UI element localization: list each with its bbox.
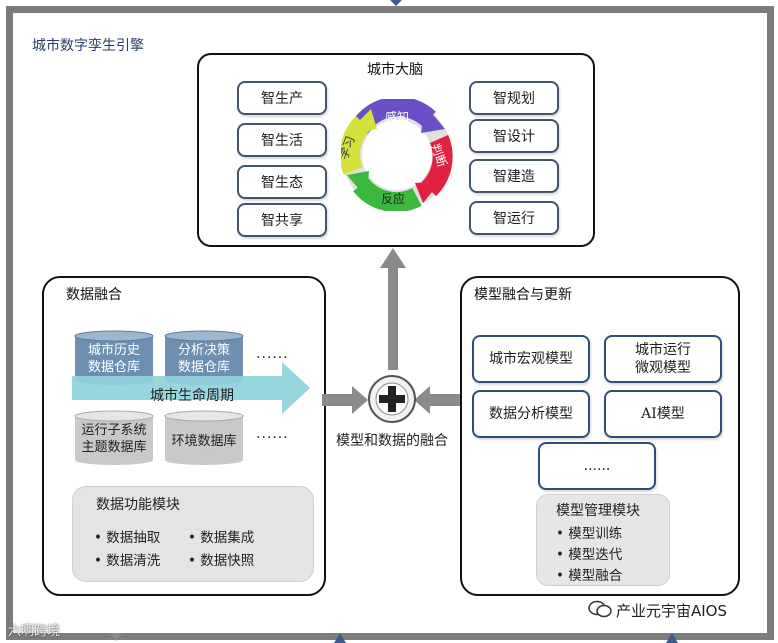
model-management-item: • 模型迭代 <box>556 547 623 563</box>
top-edge-marker <box>390 0 402 6</box>
bottom-edge-marker <box>666 633 678 643</box>
data-function-item: • 数据快照 <box>188 553 255 569</box>
data-function-module <box>72 486 314 582</box>
db-decision-line1: 分析决策 <box>177 343 230 358</box>
model-management-title: 模型管理模块 <box>556 503 640 519</box>
watermark-left: 六啊跨境 <box>8 624 61 639</box>
left-arrow-into-center <box>322 386 368 414</box>
brain-left-item: 智共享 <box>237 203 327 237</box>
bottom-edge-marker <box>334 633 346 643</box>
brain-right-item: 智运行 <box>469 201 559 235</box>
cycle-arrowhead <box>349 109 377 131</box>
lifecycle-label: 城市生命周期 <box>150 388 234 404</box>
db-ellipsis-top: ...... <box>256 346 289 362</box>
db-decision-line2: 数据仓库 <box>177 360 230 375</box>
cycle-arrowhead <box>347 171 369 199</box>
engine-title: 城市数字孪生引擎 <box>32 38 144 54</box>
model-box-micro: 城市运行微观模型 <box>604 335 722 383</box>
db-subsystem-line2: 主题数据库 <box>81 440 147 455</box>
cycle-arrowhead <box>421 105 445 133</box>
cycle-arrowhead <box>415 181 441 203</box>
cycle-label-sense: 感知 <box>385 109 409 124</box>
brain-right-item: 智设计 <box>469 119 559 153</box>
cycle-diagram: 感知 判断 反应 学习 <box>341 99 453 211</box>
database-cylinder <box>164 410 244 465</box>
bottom-edge-marker <box>110 633 122 641</box>
data-function-item: • 数据清洗 <box>94 553 161 569</box>
model-management-item: • 模型融合 <box>556 568 623 584</box>
city-brain-title: 城市大脑 <box>367 62 423 78</box>
model-management-module <box>536 494 670 586</box>
db-history-line2: 数据仓库 <box>87 360 140 375</box>
model-box-more: ...... <box>538 442 656 490</box>
model-fusion-title: 模型融合与更新 <box>474 287 572 303</box>
data-function-title: 数据功能模块 <box>96 497 180 513</box>
data-function-item: • 数据集成 <box>188 530 255 546</box>
data-function-item: • 数据抽取 <box>94 530 161 546</box>
brain-right-item: 智规划 <box>469 81 559 115</box>
db-subsystem-line1: 运行子系统 <box>81 423 147 438</box>
right-arrow-into-center <box>414 386 460 414</box>
db-history-line1: 城市历史 <box>87 343 140 358</box>
db-ellipsis-bottom: ...... <box>256 426 289 442</box>
lifecycle-arrow <box>72 362 310 414</box>
cycle-label-react: 反应 <box>381 191 405 206</box>
model-box-ai: AI模型 <box>604 390 722 438</box>
fusion-label: 模型和数据的融合 <box>336 433 448 449</box>
db-environment: 环境数据库 <box>171 434 237 449</box>
data-fusion-title: 数据融合 <box>66 287 122 303</box>
model-box-analysis: 数据分析模型 <box>472 390 590 438</box>
brain-left-item: 智生产 <box>237 81 327 115</box>
model-box-macro: 城市宏观模型 <box>472 335 590 383</box>
wechat-icon <box>588 600 612 618</box>
up-arrow <box>380 248 406 370</box>
brain-left-item: 智生活 <box>237 123 327 157</box>
database-cylinder <box>74 410 154 465</box>
city-brain-panel: 城市大脑 智生产 智生活 智生态 智共享 智规划 智设计 智建造 智运行 感知 … <box>197 53 595 247</box>
brain-left-item: 智生态 <box>237 165 327 199</box>
watermark-right: 产业元宇宙AIOS <box>616 602 728 620</box>
plus-icon <box>368 375 416 423</box>
brain-right-item: 智建造 <box>469 159 559 193</box>
model-management-item: • 模型训练 <box>556 526 623 542</box>
